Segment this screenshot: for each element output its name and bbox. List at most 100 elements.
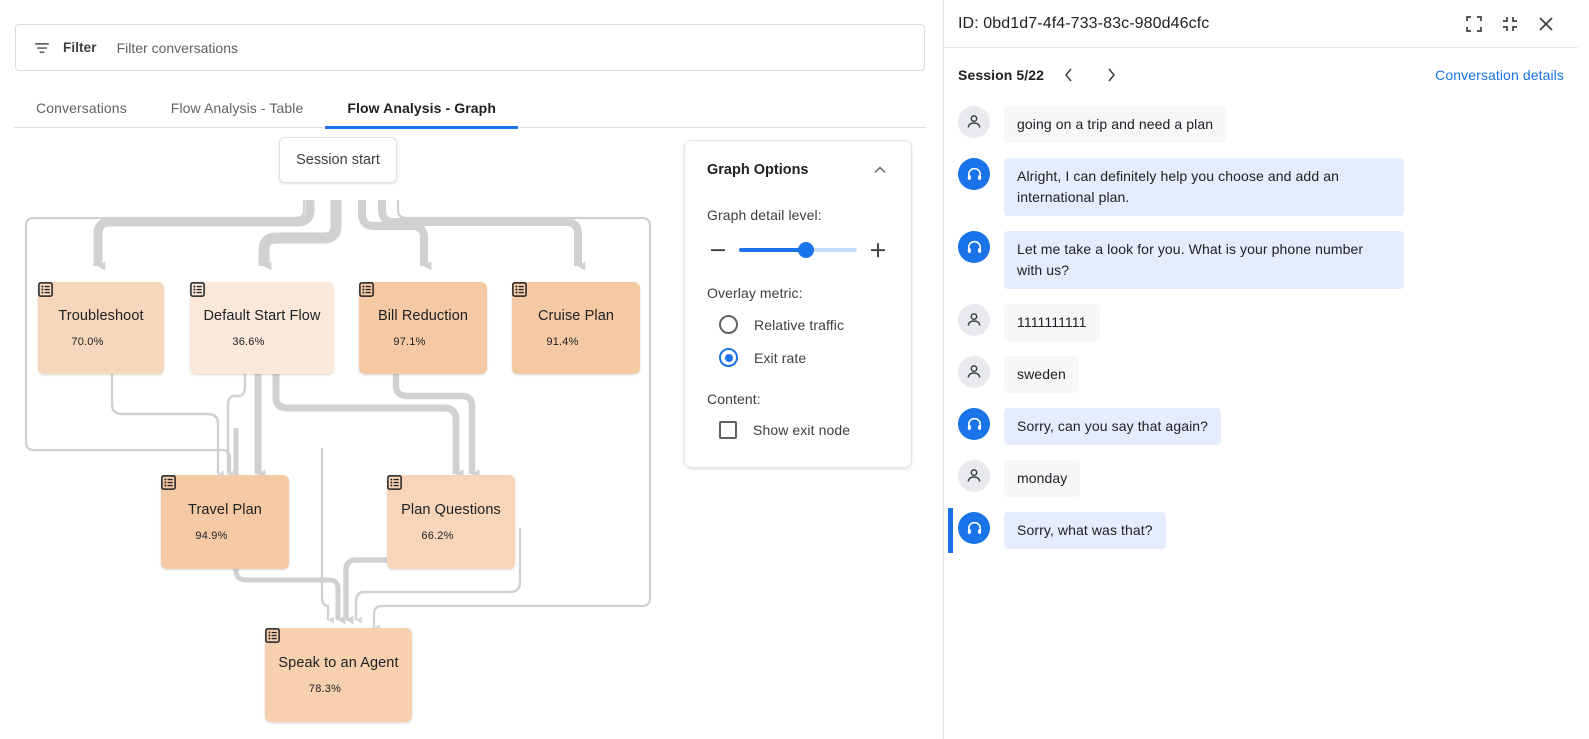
expand-icon[interactable] <box>1456 6 1492 42</box>
conversation-pane: ID: 0bd1d7-4f4-733-83c-980d46cfc Session… <box>944 0 1578 739</box>
conversation-id: ID: 0bd1d7-4f4-733-83c-980d46cfc <box>958 14 1210 32</box>
graph-options-panel: Graph Options Graph detail level: <box>684 140 912 468</box>
flow-graph-canvas[interactable]: Session start Troubleshoot 70.0% <box>0 130 943 739</box>
filter-bar[interactable]: Filter <box>15 24 925 71</box>
node-metric: 78.3% <box>308 682 342 695</box>
checkbox-icon[interactable] <box>719 421 737 439</box>
node-metric: 70.0% <box>71 335 104 348</box>
node-title: Speak to an Agent <box>278 655 399 671</box>
message-item: sweden <box>944 352 1578 397</box>
node-metric-row: 66.2% <box>387 475 481 543</box>
message-text: 1111111111 <box>1004 304 1100 341</box>
chevron-left-icon[interactable] <box>1052 58 1086 92</box>
node-metric: 36.6% <box>232 335 265 348</box>
message-text: monday <box>1004 460 1081 497</box>
minus-icon[interactable] <box>707 239 729 261</box>
list-icon[interactable] <box>387 475 481 543</box>
graph-node-bill-reduction[interactable]: Bill Reduction 97.1% <box>359 282 487 374</box>
node-metric-row: 91.4% <box>512 282 606 349</box>
user-avatar-icon <box>958 356 990 388</box>
list-icon[interactable] <box>359 282 453 349</box>
session-start-node[interactable]: Session start <box>279 137 397 183</box>
radio-label: Exit rate <box>754 349 807 366</box>
list-icon[interactable] <box>265 628 368 696</box>
list-icon[interactable] <box>38 282 131 349</box>
message-text: sweden <box>1004 356 1079 393</box>
node-metric-row: 36.6% <box>190 282 292 349</box>
node-title: Travel Plan <box>188 502 262 518</box>
graph-detail-level-label: Graph detail level: <box>707 207 822 223</box>
graph-node-default-start-flow[interactable]: Default Start Flow 36.6% <box>190 282 334 374</box>
radio-icon-selected[interactable] <box>719 348 738 367</box>
filter-input[interactable] <box>114 25 908 70</box>
graph-options-title: Graph Options <box>707 162 809 178</box>
graph-options-header[interactable]: Graph Options <box>707 157 889 183</box>
content-label: Content: <box>707 391 761 407</box>
graph-node-troubleshoot[interactable]: Troubleshoot 70.0% <box>38 282 164 374</box>
list-icon[interactable] <box>190 282 292 349</box>
radio-label: Relative traffic <box>754 316 845 333</box>
tab-label: Flow Analysis - Graph <box>347 100 496 116</box>
node-title: Bill Reduction <box>377 308 469 324</box>
chevron-up-icon[interactable] <box>871 161 889 179</box>
checkbox-label: Show exit node <box>753 422 851 438</box>
conversation-details-link[interactable]: Conversation details <box>1435 67 1564 83</box>
radio-relative-traffic[interactable]: Relative traffic <box>707 315 889 334</box>
tab-label: Conversations <box>36 100 127 116</box>
agent-avatar-icon <box>958 512 990 544</box>
agent-avatar-icon <box>958 158 990 190</box>
graph-node-travel-plan[interactable]: Travel Plan 94.9% <box>161 475 289 569</box>
collapse-icon[interactable] <box>1492 6 1528 42</box>
node-metric: 94.9% <box>195 529 228 542</box>
message-item: going on a trip and need a plan <box>944 102 1578 147</box>
chevron-right-icon[interactable] <box>1094 58 1128 92</box>
node-title: Troubleshoot <box>58 308 144 324</box>
message-text: Sorry, can you say that again? <box>1004 408 1222 445</box>
agent-avatar-icon <box>958 231 990 263</box>
close-icon[interactable] <box>1528 6 1564 42</box>
session-start-label: Session start <box>296 152 380 168</box>
node-metric: 91.4% <box>546 335 579 348</box>
tab-flow-analysis-table[interactable]: Flow Analysis - Table <box>149 88 326 128</box>
session-counter: Session 5/22 <box>958 67 1045 83</box>
node-title: Plan Questions <box>401 502 501 518</box>
node-metric: 66.2% <box>421 529 454 542</box>
node-title: Cruise Plan <box>537 308 615 324</box>
message-text: Sorry, what was that? <box>1004 512 1166 549</box>
tab-conversations[interactable]: Conversations <box>14 88 149 128</box>
list-icon[interactable] <box>512 282 606 349</box>
plus-icon[interactable] <box>867 239 889 261</box>
agent-avatar-icon <box>958 408 990 440</box>
message-item: Let me take a look for you. What is your… <box>944 227 1578 293</box>
graph-node-speak-to-an-agent[interactable]: Speak to an Agent 78.3% <box>265 628 412 722</box>
message-item: Sorry, can you say that again? <box>944 404 1578 449</box>
message-text: going on a trip and need a plan <box>1004 106 1227 143</box>
flow-analysis-pane: Filter Conversations Flow Analysis - Tab… <box>0 0 944 739</box>
graph-detail-level-control <box>707 239 889 261</box>
tab-bar: Conversations Flow Analysis - Table Flow… <box>14 88 926 129</box>
overlay-metric-label: Overlay metric: <box>707 285 803 301</box>
node-title: Default Start Flow <box>203 308 321 324</box>
message-text: Alright, I can definitely help you choos… <box>1004 158 1404 216</box>
list-icon[interactable] <box>161 475 255 543</box>
slider-track-fill <box>739 248 807 252</box>
message-item: monday <box>944 456 1578 501</box>
node-metric-row: 94.9% <box>161 475 255 543</box>
node-metric-row: 97.1% <box>359 282 453 349</box>
session-navigation: Session 5/22 Conversation details <box>944 48 1578 102</box>
user-avatar-icon <box>958 304 990 336</box>
node-metric-row: 78.3% <box>265 628 368 696</box>
graph-node-plan-questions[interactable]: Plan Questions 66.2% <box>387 475 515 569</box>
checkbox-show-exit-node[interactable]: Show exit node <box>707 421 889 439</box>
message-item-highlighted: Sorry, what was that? <box>944 508 1578 553</box>
message-text: Let me take a look for you. What is your… <box>1004 231 1404 289</box>
tab-flow-analysis-graph[interactable]: Flow Analysis - Graph <box>325 88 518 129</box>
slider-thumb[interactable] <box>798 242 815 258</box>
radio-icon[interactable] <box>719 315 738 334</box>
message-item: Alright, I can definitely help you choos… <box>944 154 1578 220</box>
graph-node-cruise-plan[interactable]: Cruise Plan 91.4% <box>512 282 640 374</box>
graph-detail-level-slider[interactable] <box>739 240 857 260</box>
filter-icon <box>32 38 52 58</box>
radio-exit-rate[interactable]: Exit rate <box>707 348 889 367</box>
